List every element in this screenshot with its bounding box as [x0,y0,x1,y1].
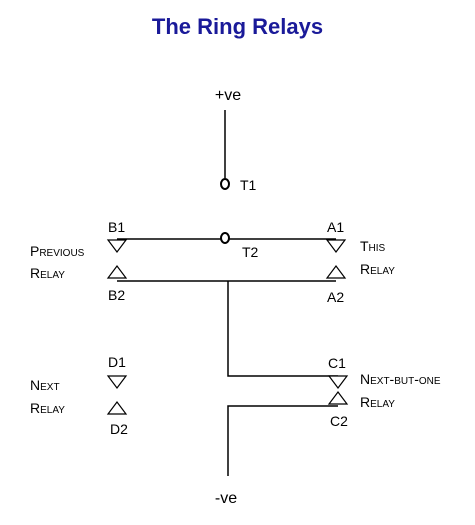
next-but-one-relay-label-line2: Relay [360,394,395,410]
contact-a2-triangle [325,265,347,279]
contact-d2-triangle [106,401,128,415]
contact-b2-triangle [106,265,128,279]
t2-label: T2 [242,244,259,260]
b2-label: B2 [108,287,125,303]
wire-ring-to-c1 [227,281,338,377]
contact-d1-triangle [106,375,128,389]
next-relay-label-line2: Relay [30,400,65,416]
previous-relay-label-line2: Relay [30,265,65,281]
next-relay-label-line1: Next [30,377,60,393]
c1-label: C1 [328,355,346,371]
this-relay-label-line2: Relay [360,261,395,277]
wire-c2-to-negative [227,405,338,476]
d1-label: D1 [108,354,126,370]
contact-t1 [220,178,230,190]
b1-label: B1 [108,219,125,235]
positive-terminal-label: +ve [215,87,241,104]
next-but-one-relay-label-line1: Next-but-one [360,371,441,387]
diagram-title: The Ring Relays [151,14,324,39]
contact-c2-triangle [327,391,349,405]
contact-a1-triangle [325,239,347,253]
a1-label: A1 [327,219,344,235]
c2-label: C2 [330,413,348,429]
previous-relay-label-line1: Previous [30,243,85,259]
contact-b1-triangle [106,239,128,253]
t1-label: T1 [240,177,257,193]
d2-label: D2 [110,421,128,437]
negative-terminal-label: -ve [215,490,237,507]
contact-t2 [220,232,230,244]
contact-c1-triangle [327,375,349,389]
a2-label: A2 [327,289,344,305]
this-relay-label-line1: This [360,238,386,254]
